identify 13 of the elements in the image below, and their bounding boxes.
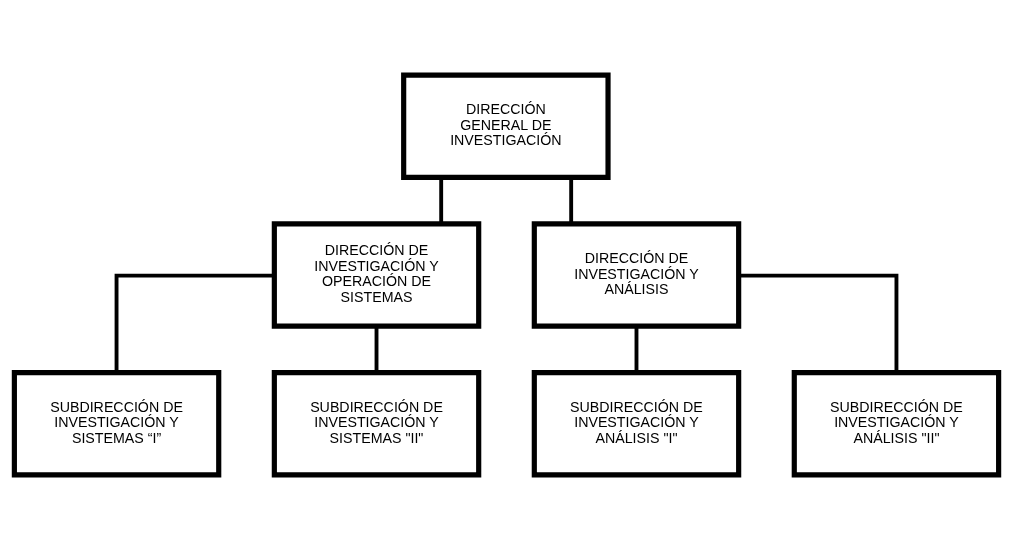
node-box: DIRECCIÓN GENERAL DE INVESTIGACIÓN [401, 72, 611, 180]
connector [374, 326, 379, 373]
connector [439, 177, 444, 224]
node-box: SUBDIRECCIÓN DE INVESTIGACIÓN Y ANÁLISIS "II" [791, 370, 1002, 478]
node-box: SUBDIRECCIÓN DE INVESTIGACIÓN Y ANÁLISIS "I" [531, 370, 742, 478]
node-box: SUBDIRECCIÓN DE INVESTIGACIÓN Y SISTEMAS "II" [271, 370, 482, 478]
node-box: DIRECCIÓN DE INVESTIGACIÓN Y ANÁLISIS [531, 221, 742, 329]
connector [114, 273, 275, 373]
node-box: SUBDIRECCIÓN DE INVESTIGACIÓN Y SISTEMAS “I” [11, 370, 222, 478]
connector [738, 273, 899, 373]
connector [634, 326, 639, 373]
node-box: DIRECCIÓN DE INVESTIGACIÓN Y OPERACIÓN DE SISTEMAS [271, 221, 482, 329]
connector [569, 177, 574, 224]
